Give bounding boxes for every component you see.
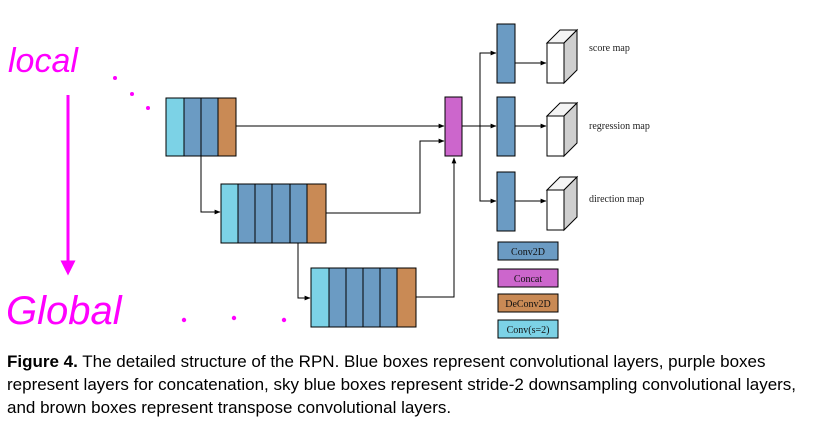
block-2-conv [254,183,273,244]
block-2 [220,183,327,244]
regression-map-label: regression map [589,121,650,132]
block-1-conv [200,97,219,157]
legend-label: Conv(s=2) [507,325,550,336]
block-3 [310,267,417,328]
direction-map-label: direction map [589,194,644,205]
rpn-diagram: local Global [6,23,650,339]
block-3-conv [345,267,364,328]
block-3-conv [328,267,347,328]
block-1-conv [183,97,202,157]
direction-head-conv [496,171,516,232]
block-1-stride2-conv [165,97,185,157]
block-1-deconv [217,97,237,157]
legend-label: Conv2D [511,247,545,258]
score-head-conv [496,23,516,84]
regression-head-conv [496,96,516,157]
block-2-conv [237,183,256,244]
legend-item-deconv2d: DeConv2D [497,293,559,313]
block-2-deconv [306,183,327,244]
annotation-dots-top [113,76,150,110]
block-3-conv [379,267,398,328]
block-1 [165,97,237,157]
concat-block [444,96,463,157]
block-2-conv [271,183,291,244]
legend-label: DeConv2D [505,299,551,310]
score-map-label: score map [589,43,630,54]
caption-text: The detailed structure of the RPN. Blue … [7,352,797,417]
figure-label: Figure 4. [7,352,78,371]
legend: Conv2D Concat DeConv2D Conv(s=2) [497,241,559,339]
block-3-deconv [396,267,417,328]
annotation-dots-bottom [181,315,287,323]
legend-item-conv2d: Conv2D [497,241,559,261]
annotation-local: local [8,42,79,80]
block-2-conv [289,183,308,244]
score-map-slab [545,28,579,85]
direction-map-slab [545,175,579,232]
annotation-global: Global [6,289,123,333]
block-3-conv [362,267,381,328]
regression-map-slab [545,101,579,158]
figure-caption: Figure 4. The detailed structure of the … [7,350,822,419]
connections [200,50,547,301]
legend-item-concat: Concat [497,268,559,288]
legend-item-conv-stride2: Conv(s=2) [497,319,559,339]
legend-label: Concat [514,274,543,285]
block-3-stride2-conv [310,267,330,328]
block-2-stride2-conv [220,183,239,244]
